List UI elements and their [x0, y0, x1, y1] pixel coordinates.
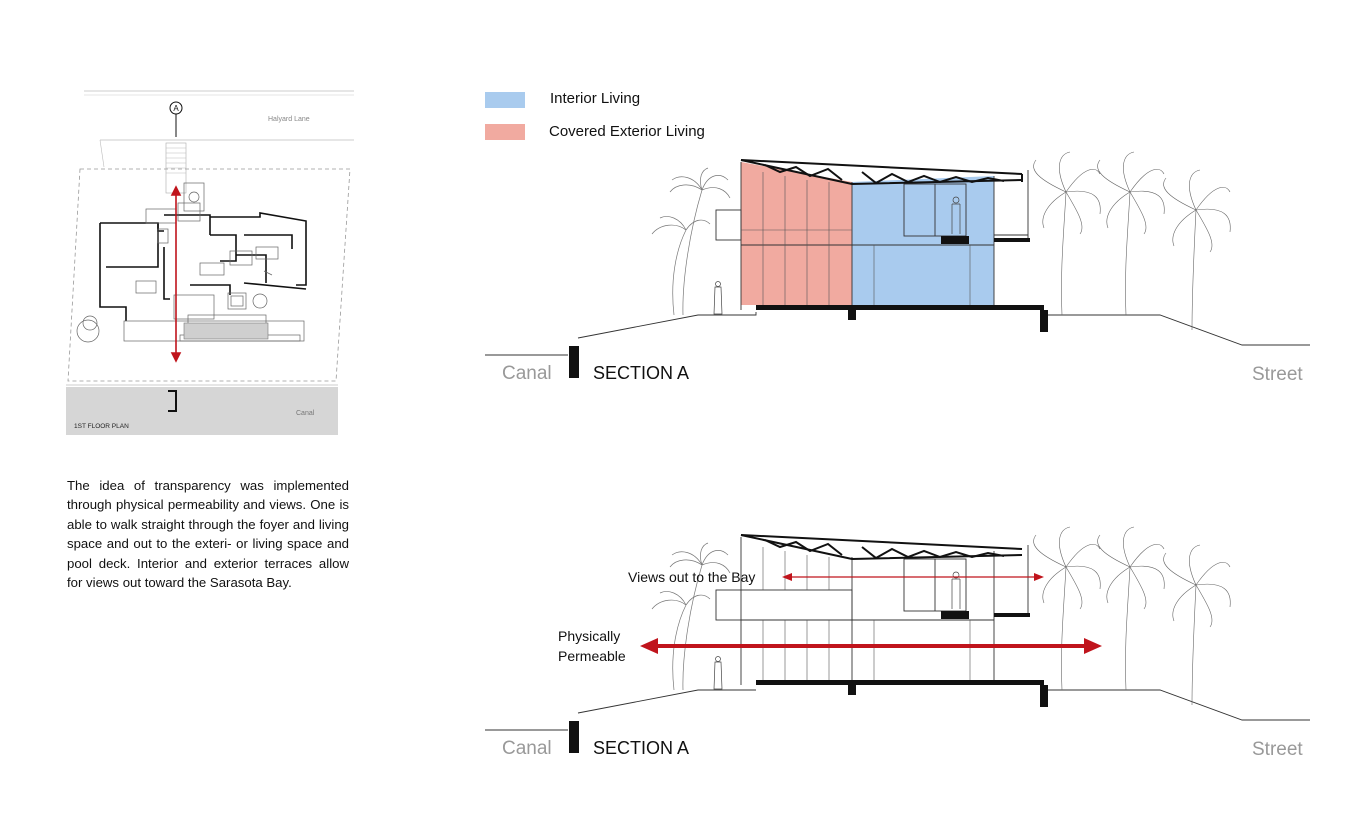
palm-trees-left: [651, 542, 731, 691]
canal-label: Canal: [502, 363, 552, 384]
section-a-colored: Canal SECTION A Street: [485, 151, 1310, 385]
palm-trees-right: [1033, 151, 1231, 331]
palm-trees-right: [1033, 526, 1231, 706]
street-label: Halyard Lane: [268, 116, 310, 123]
permeable-arrow: [640, 638, 1102, 654]
interior-zone: [852, 176, 994, 305]
palm-trees-left: [651, 167, 731, 316]
street-label: Street: [1252, 739, 1303, 760]
legend-interior-label: Interior Living: [550, 90, 641, 107]
roof-truss: [740, 534, 1023, 561]
views-label: Views out to the Bay: [628, 569, 755, 585]
circulation-arrow: [170, 185, 182, 363]
permeable-label-2: Permeable: [558, 648, 626, 664]
exterior-zone: [741, 162, 852, 305]
permeable-label-1: Physically: [558, 628, 620, 644]
roof-truss: [740, 159, 1023, 186]
legend-covered-label: Covered Exterior Living: [549, 123, 705, 140]
section-a-annotated: Views out to the Bay Physically Permeabl…: [485, 526, 1310, 760]
legend-interior-swatch: [485, 92, 525, 108]
canal-label: Canal: [502, 738, 552, 759]
section-title: SECTION A: [593, 363, 689, 383]
street-label: Street: [1252, 364, 1303, 385]
section-marker: A: [169, 101, 183, 137]
svg-text:A: A: [173, 104, 179, 113]
floor-plan: Halyard Lane A Canal 1ST FLOOR PLAN: [66, 90, 354, 435]
plan-water-label: Canal: [296, 410, 315, 417]
views-arrow: [782, 573, 1044, 581]
legend-covered-swatch: [485, 124, 525, 140]
description-text: The idea of transparency was implemented…: [67, 478, 349, 591]
plan-title: 1ST FLOOR PLAN: [74, 423, 129, 430]
section-title: SECTION A: [593, 738, 689, 758]
